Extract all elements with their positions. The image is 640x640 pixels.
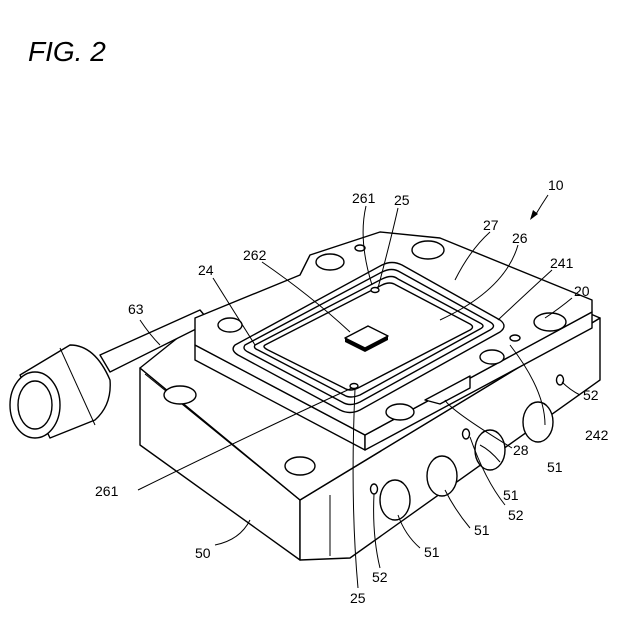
label-63: 63 [128,301,144,317]
label-52-bottom: 52 [372,569,388,585]
label-26: 26 [512,230,528,246]
label-52-right: 52 [583,387,599,403]
label-52-mid: 52 [508,507,524,523]
label-242: 242 [585,427,609,443]
label-51-d: 51 [424,544,440,560]
label-10: 10 [548,177,564,193]
label-25-top: 25 [394,192,410,208]
label-28: 28 [513,442,529,458]
arrow-10 [530,195,548,220]
label-262: 262 [243,247,267,263]
label-25-bottom: 25 [350,590,366,606]
label-51-b: 51 [503,487,519,503]
label-24: 24 [198,262,214,278]
label-20: 20 [574,283,590,299]
label-241: 241 [550,255,574,271]
label-51-c: 51 [474,522,490,538]
label-261-top: 261 [352,190,376,206]
label-51-a: 51 [547,459,563,475]
label-27: 27 [483,217,499,233]
label-50: 50 [195,545,211,561]
label-261-bottom: 261 [95,483,119,499]
